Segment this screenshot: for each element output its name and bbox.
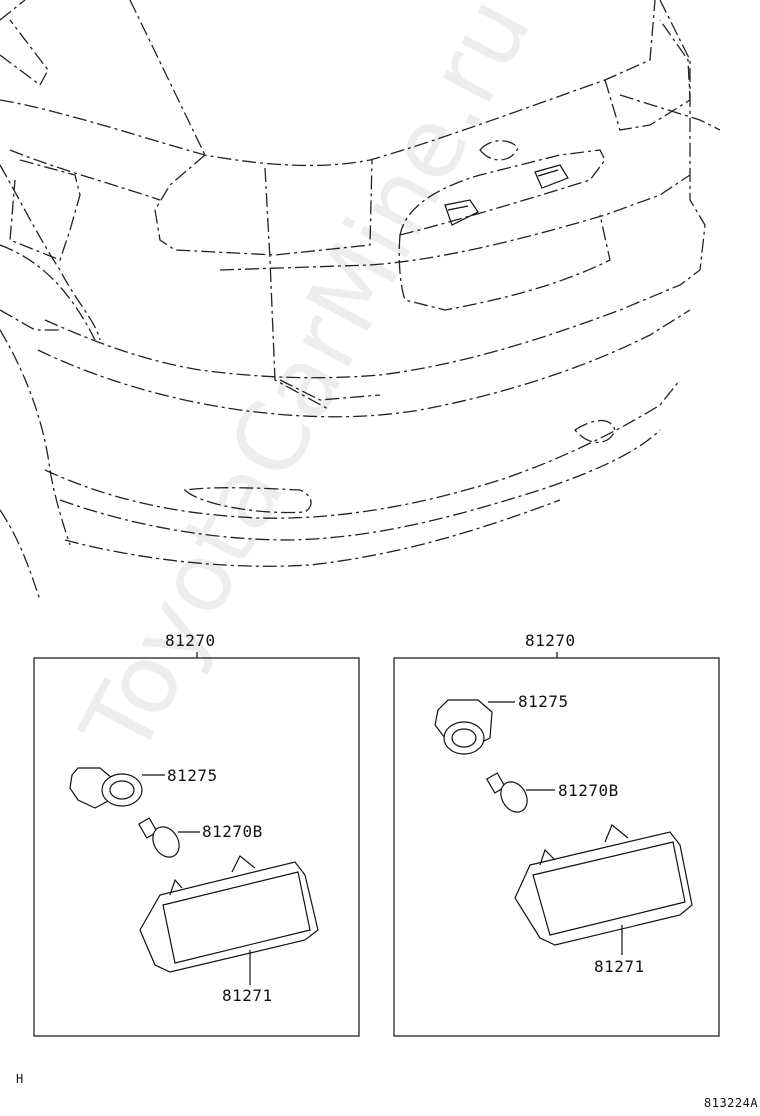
right-panel-box xyxy=(393,652,720,1037)
left-panel-box xyxy=(33,652,360,1037)
right-lens-drawing xyxy=(514,824,693,955)
left-lens-part-number[interactable]: 81271 xyxy=(222,986,273,1005)
left-socket-drawing xyxy=(69,767,165,809)
right-assembly-part-number[interactable]: 81270 xyxy=(525,631,576,650)
right-bulb-drawing xyxy=(485,772,555,813)
left-bulb-drawing xyxy=(137,817,200,858)
figure-code: 813224A xyxy=(704,1096,759,1110)
right-lens-part-number[interactable]: 81271 xyxy=(594,957,645,976)
left-bulb-part-number[interactable]: 81270B xyxy=(202,822,263,841)
right-socket-part-number[interactable]: 81275 xyxy=(518,692,569,711)
footer-mark: H xyxy=(16,1072,24,1086)
vehicle-rear-outline xyxy=(0,0,721,601)
left-socket-part-number[interactable]: 81275 xyxy=(167,766,218,785)
right-bulb-part-number[interactable]: 81270B xyxy=(558,781,619,800)
left-assembly-part-number[interactable]: 81270 xyxy=(165,631,216,650)
right-socket-drawing xyxy=(434,699,515,755)
left-lens-drawing xyxy=(139,855,319,985)
